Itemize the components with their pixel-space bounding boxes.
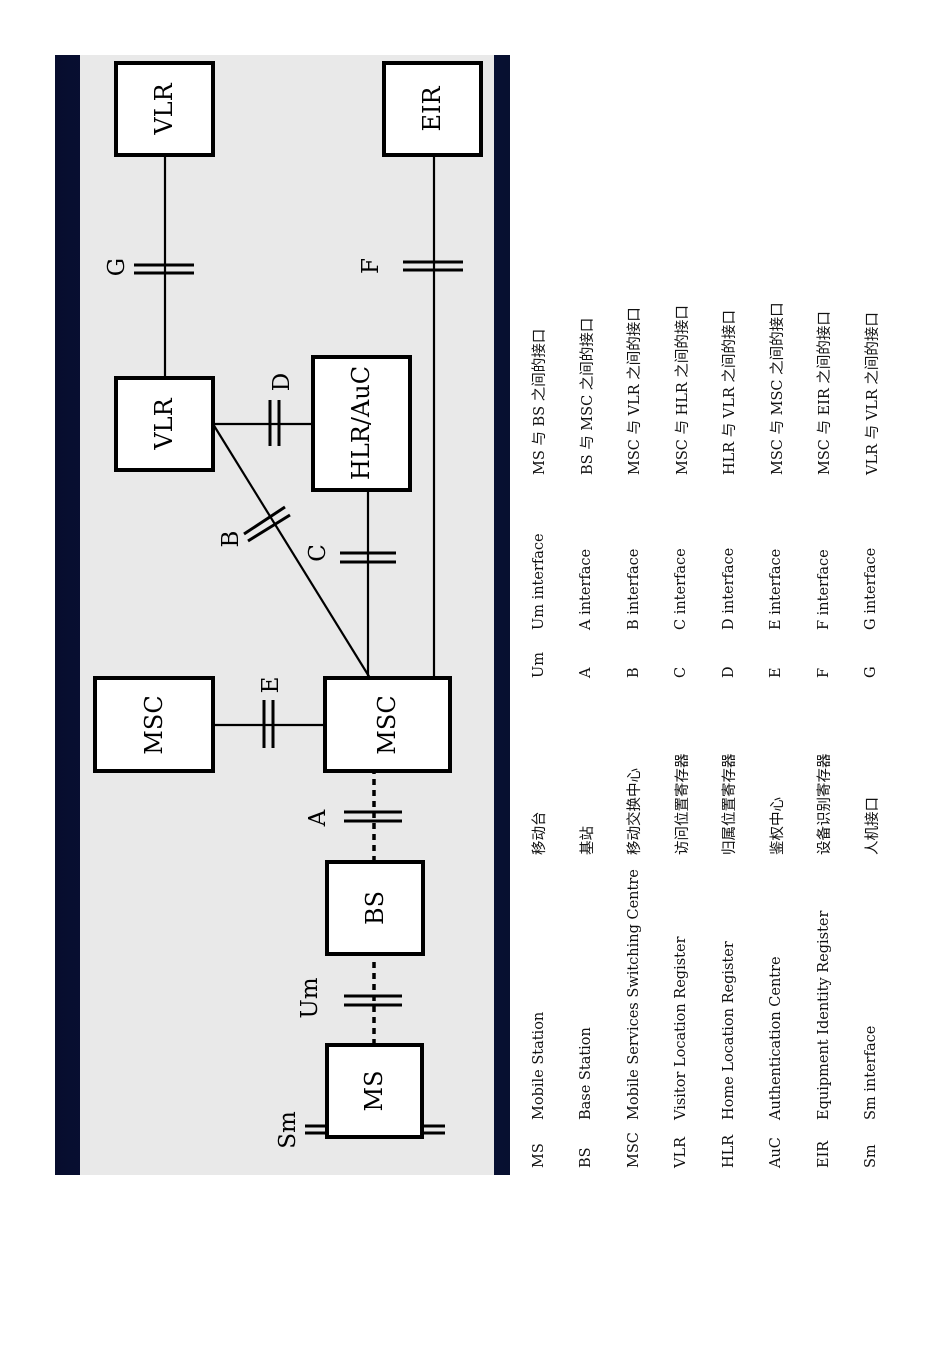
legend-abbr: MSC <box>625 1132 642 1168</box>
d-interface-mark <box>268 400 281 446</box>
eir-box <box>382 61 483 157</box>
legend-zh-desc: VLR 与 VLR 之间的接口 <box>864 312 881 475</box>
legend-abbr: HLR <box>720 1134 737 1168</box>
link-msc-vlr <box>212 423 371 679</box>
legend-zh-desc: MSC 与 EIR 之间的接口 <box>817 311 834 475</box>
sm-interface-label: Sm <box>275 1111 301 1149</box>
legend-name: Home Location Register <box>720 941 737 1120</box>
d-interface-label: D <box>269 373 295 391</box>
um-interface-label: Um <box>297 977 323 1018</box>
legend-row: MS Mobile Station 移动台 Um Um interface MS 与 BS… <box>515 215 563 1168</box>
c-interface-label: C <box>305 544 331 562</box>
legend-zh-name: 设备识别寄存器 <box>817 753 834 856</box>
um-interface-mark <box>344 994 402 1007</box>
ms-box <box>325 1043 424 1139</box>
legend-zh-name: 移动交换中心 <box>627 768 644 855</box>
legend-row: HLR Home Location Register 归属位置寄存器 D D inter… <box>705 215 753 1168</box>
g-interface-label: G <box>104 258 130 276</box>
legend-zh-name: 访问位置寄存器 <box>674 753 691 856</box>
legend-iface: G <box>863 666 880 678</box>
e-interface-label: E <box>258 677 284 694</box>
legend-body: MS Mobile Station 移动台 Um Um interface MS 与 BS… <box>515 215 895 1168</box>
legend-name: Authentication Centre <box>768 956 785 1120</box>
a-interface-label: A <box>305 809 331 827</box>
msc-main-label: MSC <box>373 695 401 754</box>
legend-zh-desc: BS 与 MSC 之间的接口 <box>579 317 596 475</box>
legend-table: MS Mobile Station 移动台 Um Um interface MS 与 BS… <box>515 215 895 1168</box>
legend-zh-name: 基站 <box>579 826 596 855</box>
legend-zh-desc: MSC 与 VLR 之间的接口 <box>627 307 644 475</box>
legend-name: Visitor Location Register <box>673 936 690 1121</box>
b-interface-label: B <box>218 531 244 548</box>
legend-row: EIR Equipment Identity Register 设备识别寄存器 F F … <box>800 215 848 1168</box>
b-interface-mark <box>243 505 291 543</box>
hlr-auc-box <box>311 355 412 492</box>
a-interface-mark <box>344 810 402 823</box>
diagram-panel <box>80 55 494 1175</box>
legend-abbr: AuC <box>768 1137 785 1168</box>
legend-zh-desc: MSC 与 HLR 之间的接口 <box>674 305 691 475</box>
legend-iface-name: E interface <box>768 548 785 630</box>
msc-main-box <box>323 676 452 773</box>
legend-row: BS Base Station 基站 A A interface BS 与 MSC 之间的… <box>563 215 611 1168</box>
legend-abbr: MS <box>530 1143 547 1168</box>
legend-abbr: Sm <box>863 1144 880 1168</box>
legend-iface-name: Um interface <box>530 533 547 630</box>
legend-iface: B <box>625 667 642 678</box>
eir-label: EIR <box>418 86 446 132</box>
legend-iface-name: D interface <box>720 547 737 630</box>
legend-iface: A <box>578 667 595 678</box>
legend-name: Sm interface <box>863 1025 880 1120</box>
f-interface-mark <box>403 260 463 272</box>
legend-abbr: EIR <box>815 1140 832 1168</box>
vlr-peer-box <box>114 61 215 157</box>
legend-iface: F <box>815 667 832 678</box>
legend-iface-name: F interface <box>815 549 832 630</box>
legend-zh-desc: HLR 与 VLR 之间的接口 <box>722 309 739 475</box>
vlr-peer-label: VLR <box>150 82 178 135</box>
legend-iface: E <box>768 667 785 678</box>
legend-iface: C <box>673 666 690 678</box>
legend-name: Equipment Identity Register <box>815 910 832 1120</box>
legend-name: Base Station <box>578 1027 595 1120</box>
msc-peer-box <box>93 676 215 773</box>
legend-abbr: BS <box>578 1147 595 1168</box>
vlr-main-label: VLR <box>150 397 178 450</box>
legend-iface: Um <box>530 652 547 678</box>
g-interface-mark <box>134 263 194 275</box>
legend-zh-name: 归属位置寄存器 <box>722 753 739 856</box>
legend-row: VLR Visitor Location Register 访问位置寄存器 C C in… <box>658 215 706 1168</box>
legend-row: AuC Authentication Centre 鉴权中心 E E interface… <box>753 215 801 1168</box>
legend-zh-desc: MS 与 BS 之间的接口 <box>532 328 549 475</box>
legend-name: Mobile Services Switching Centre <box>625 869 642 1120</box>
c-interface-mark <box>340 551 396 564</box>
legend-zh-name: 移动台 <box>532 811 549 856</box>
vlr-main-box <box>114 376 215 472</box>
legend-iface-name: C interface <box>673 548 690 630</box>
msc-peer-label: MSC <box>140 695 168 754</box>
bs-label: BS <box>361 891 389 925</box>
legend-rotated-wrapper: MS Mobile Station 移动台 Um Um interface MS 与 BS… <box>515 68 881 1168</box>
hlr-auc-label: HLR/AuC <box>347 366 375 480</box>
legend-name: Mobile Station <box>530 1011 547 1120</box>
legend-zh-desc: MSC 与 MSC 之间的接口 <box>769 302 786 475</box>
e-interface-mark <box>262 700 275 748</box>
legend-row: MSC Mobile Services Switching Centre 移动交换中… <box>610 215 658 1168</box>
legend-abbr: VLR <box>673 1136 690 1168</box>
legend-iface-name: G interface <box>863 547 880 630</box>
legend-zh-name: 人机接口 <box>864 797 881 855</box>
legend-iface: D <box>720 666 737 678</box>
f-interface-label: F <box>358 258 384 274</box>
legend-zh-name: 鉴权中心 <box>769 797 786 855</box>
legend-iface-name: A interface <box>578 548 595 630</box>
legend-iface-name: B interface <box>625 548 642 630</box>
legend-row: Sm Sm interface 人机接口 G G interface VLR 与 VLR … <box>848 215 896 1168</box>
ms-label: MS <box>360 1070 388 1111</box>
bs-box <box>325 860 425 956</box>
